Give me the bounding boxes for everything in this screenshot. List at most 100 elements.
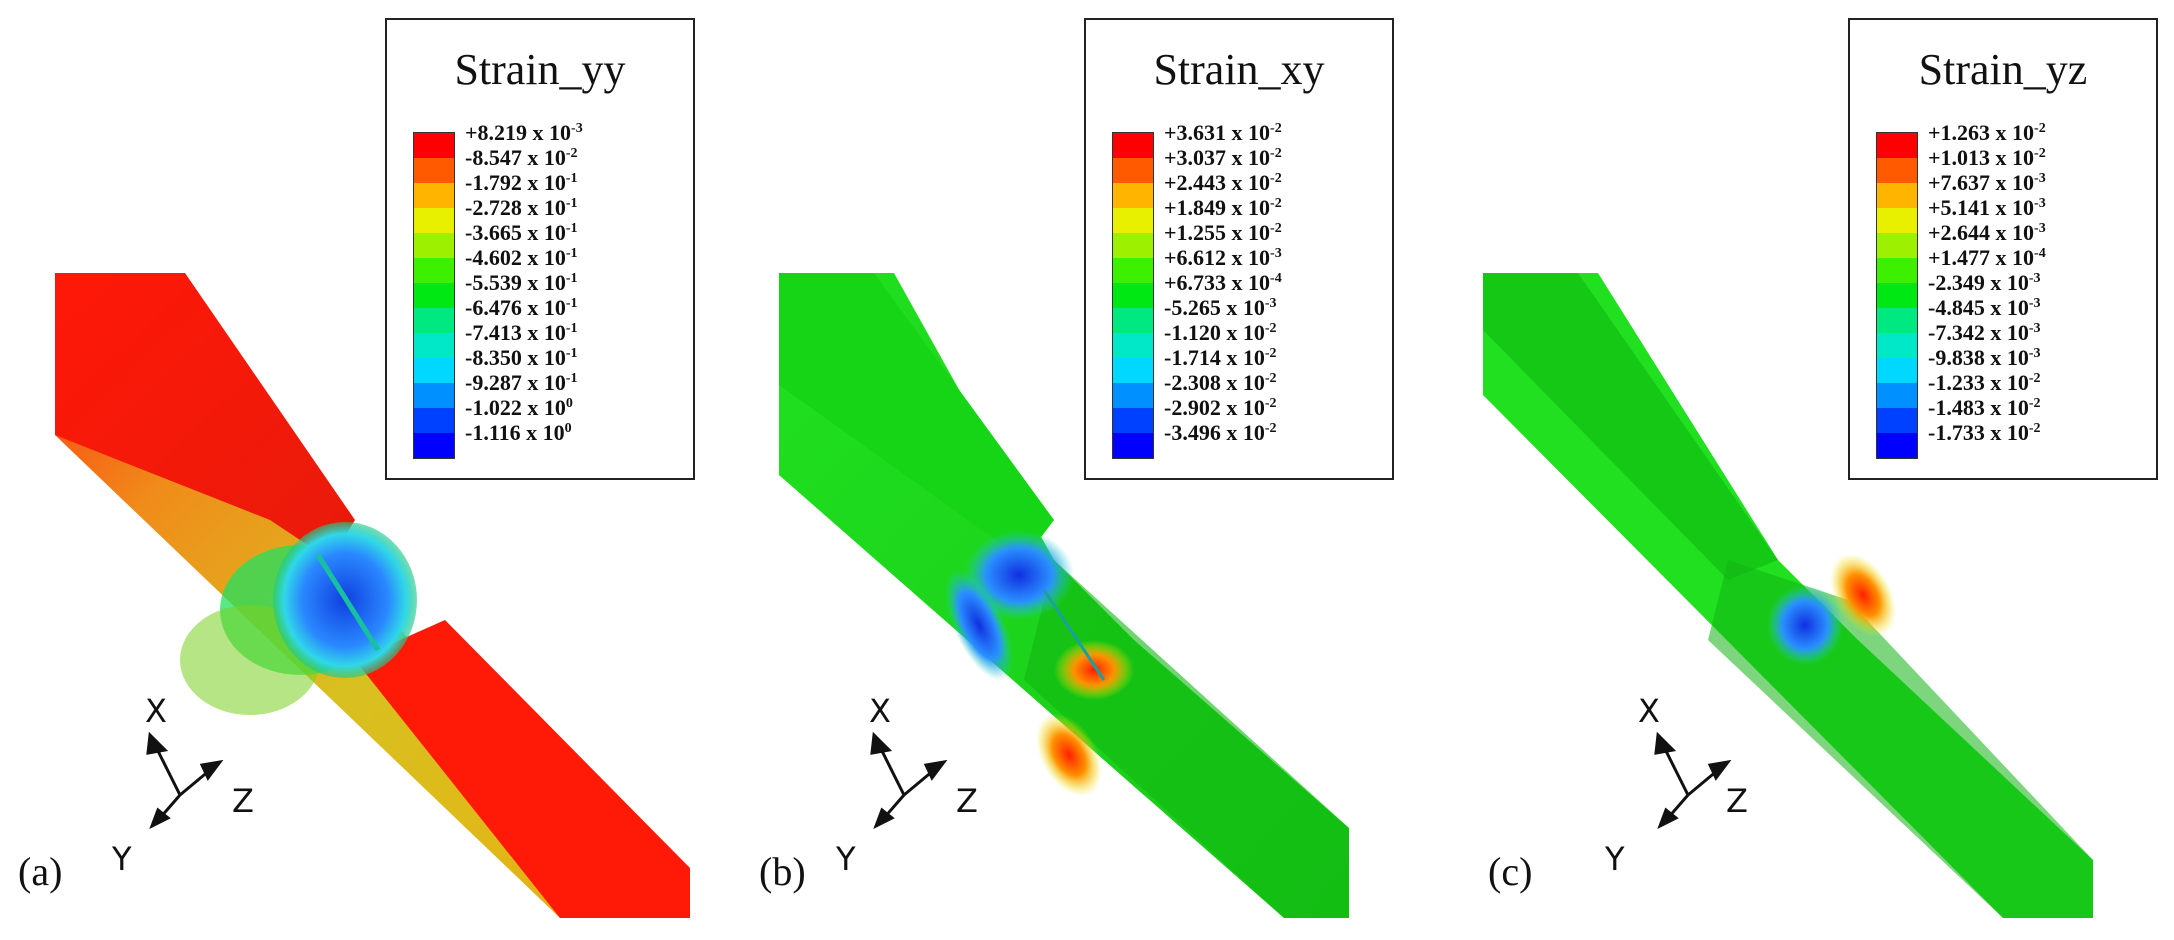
legend-swatch bbox=[1113, 208, 1153, 233]
beam-top-face bbox=[1483, 273, 1778, 580]
legend-value-mantissa: +1.477 x 10 bbox=[1928, 245, 2035, 270]
legend-value: -1.022 x 100 bbox=[465, 395, 583, 420]
legend-value-mantissa: -1.483 x 10 bbox=[1928, 395, 2029, 420]
legend-swatch bbox=[414, 283, 454, 308]
legend-value-mantissa: -7.413 x 10 bbox=[465, 320, 566, 345]
axis-x-label: X bbox=[1638, 692, 1660, 730]
legend-value: +6.733 x 10-4 bbox=[1164, 270, 1282, 295]
legend-value: -2.902 x 10-2 bbox=[1164, 395, 1282, 420]
legend-value-exponent: -2 bbox=[2028, 421, 2041, 436]
axis-z-label: Z bbox=[232, 782, 254, 820]
legend-value-exponent: -2 bbox=[1270, 221, 1282, 236]
legend-value-mantissa: +2.443 x 10 bbox=[1164, 170, 1271, 195]
legend-value: -1.733 x 10-2 bbox=[1928, 420, 2046, 445]
legend-swatch bbox=[414, 308, 454, 333]
legend-swatches bbox=[1112, 132, 1154, 459]
panel-a: X Z Y (a) Strain_yy +8.219 x 10-3-8.547 … bbox=[0, 0, 724, 940]
legend-value-mantissa: +1.849 x 10 bbox=[1164, 195, 1271, 220]
legend-value-mantissa: -1.120 x 10 bbox=[1164, 320, 1265, 345]
legend-value: -1.120 x 10-2 bbox=[1164, 320, 1282, 345]
strain-xy-model: X Z Y bbox=[779, 273, 1349, 918]
legend-value-exponent: -3 bbox=[2028, 346, 2041, 361]
legend-value-mantissa: -2.349 x 10 bbox=[1928, 270, 2029, 295]
legend-swatch bbox=[1877, 233, 1917, 258]
legend-value: -2.308 x 10-2 bbox=[1164, 370, 1282, 395]
legend-value: -7.342 x 10-3 bbox=[1928, 320, 2046, 345]
legend-value-mantissa: +8.219 x 10 bbox=[465, 120, 572, 145]
legend-value: +1.477 x 10-4 bbox=[1928, 245, 2046, 270]
panel-label-b: (b) bbox=[759, 849, 806, 894]
legend-value-mantissa: -7.342 x 10 bbox=[1928, 320, 2029, 345]
legend-value: +1.255 x 10-2 bbox=[1164, 220, 1282, 245]
legend-value-mantissa: -1.022 x 10 bbox=[465, 395, 566, 420]
legend-value: +3.631 x 10-2 bbox=[1164, 120, 1282, 145]
legend-value-exponent: -2 bbox=[1270, 121, 1282, 136]
legend-value-mantissa: +6.733 x 10 bbox=[1164, 270, 1271, 295]
legend-value-mantissa: -1.233 x 10 bbox=[1928, 370, 2029, 395]
legend-value: -4.845 x 10-3 bbox=[1928, 295, 2046, 320]
legend-value-mantissa: -5.539 x 10 bbox=[465, 270, 566, 295]
axis-x-label: X bbox=[145, 692, 167, 730]
legend-title: Strain_yz bbox=[1918, 45, 2088, 94]
legend-value-mantissa: +1.013 x 10 bbox=[1928, 145, 2035, 170]
legend-value-mantissa: +3.631 x 10 bbox=[1164, 120, 1271, 145]
legend-swatch bbox=[1113, 233, 1153, 258]
legend-swatch bbox=[1877, 433, 1917, 458]
legend-swatch bbox=[414, 158, 454, 183]
negative-shear-zone bbox=[1767, 585, 1843, 665]
axis-y-label: Y bbox=[1604, 840, 1625, 878]
legend-swatch bbox=[1877, 258, 1917, 283]
axis-triad bbox=[1654, 731, 1732, 830]
legend-value: -1.116 x 100 bbox=[465, 420, 583, 445]
legend-value-mantissa: -1.792 x 10 bbox=[465, 170, 566, 195]
beam-top-face bbox=[779, 273, 1054, 560]
legend-swatch bbox=[1113, 408, 1153, 433]
legend-value-mantissa: -9.287 x 10 bbox=[465, 370, 566, 395]
legend-value-exponent: -2 bbox=[2034, 146, 2046, 161]
legend-swatch bbox=[1877, 158, 1917, 183]
legend-swatch bbox=[414, 133, 454, 158]
legend-value: +3.037 x 10-2 bbox=[1164, 145, 1282, 170]
legend-value-exponent: -2 bbox=[1264, 346, 1277, 361]
legend-value-exponent: -3 bbox=[2034, 196, 2046, 211]
legend-value-mantissa: -4.602 x 10 bbox=[465, 245, 566, 270]
legend-value-mantissa: +6.612 x 10 bbox=[1164, 245, 1271, 270]
panel-c: X Z Y (c) Strain_yz +1.263 x 10-2+1.013 … bbox=[1448, 0, 2172, 940]
legend-value-mantissa: -3.665 x 10 bbox=[465, 220, 566, 245]
legend-value: -3.496 x 10-2 bbox=[1164, 420, 1282, 445]
legend-value-exponent: -1 bbox=[565, 221, 578, 236]
legend-value-mantissa: -8.547 x 10 bbox=[465, 145, 566, 170]
positive-shear-band bbox=[1035, 713, 1103, 797]
legend-value: -1.483 x 10-2 bbox=[1928, 395, 2046, 420]
axis-z-label: Z bbox=[956, 782, 978, 820]
legend-value-exponent: -1 bbox=[565, 371, 578, 386]
legend-value: -9.838 x 10-3 bbox=[1928, 345, 2046, 370]
legend-value-exponent: 0 bbox=[564, 421, 572, 436]
legend-value-mantissa: -1.714 x 10 bbox=[1164, 345, 1265, 370]
legend-swatch bbox=[1877, 208, 1917, 233]
panel-label-a: (a) bbox=[18, 849, 63, 894]
legend-value-exponent: -2 bbox=[1264, 421, 1277, 436]
legend-value-exponent: -2 bbox=[2028, 396, 2041, 411]
legend-value: -1.714 x 10-2 bbox=[1164, 345, 1282, 370]
legend-swatch bbox=[1877, 308, 1917, 333]
legend-value: -1.233 x 10-2 bbox=[1928, 370, 2046, 395]
strain-yz-model: X Z Y bbox=[1483, 273, 2093, 918]
legend-value: -2.349 x 10-3 bbox=[1928, 270, 2046, 295]
legend-value: +1.263 x 10-2 bbox=[1928, 120, 2046, 145]
beam-groove bbox=[1708, 560, 2093, 918]
legend-value-exponent: -2 bbox=[2034, 121, 2046, 136]
legend-value-exponent: -1 bbox=[565, 346, 578, 361]
legend-swatch bbox=[1877, 133, 1917, 158]
legend-strain-yy: Strain_yy +8.219 x 10-3-8.547 x 10-2-1.7… bbox=[385, 18, 695, 480]
legend-value-exponent: -4 bbox=[2034, 246, 2046, 261]
panel-label-c: (c) bbox=[1488, 849, 1533, 894]
legend-value-exponent: -2 bbox=[565, 146, 578, 161]
legend-value: -6.476 x 10-1 bbox=[465, 295, 583, 320]
legend-value-exponent: -3 bbox=[2028, 321, 2041, 336]
legend-value-exponent: -1 bbox=[565, 246, 578, 261]
axis-x-label: X bbox=[869, 692, 891, 730]
legend-labels: +8.219 x 10-3-8.547 x 10-2-1.792 x 10-1-… bbox=[465, 120, 583, 445]
legend-value-mantissa: -4.845 x 10 bbox=[1928, 295, 2029, 320]
